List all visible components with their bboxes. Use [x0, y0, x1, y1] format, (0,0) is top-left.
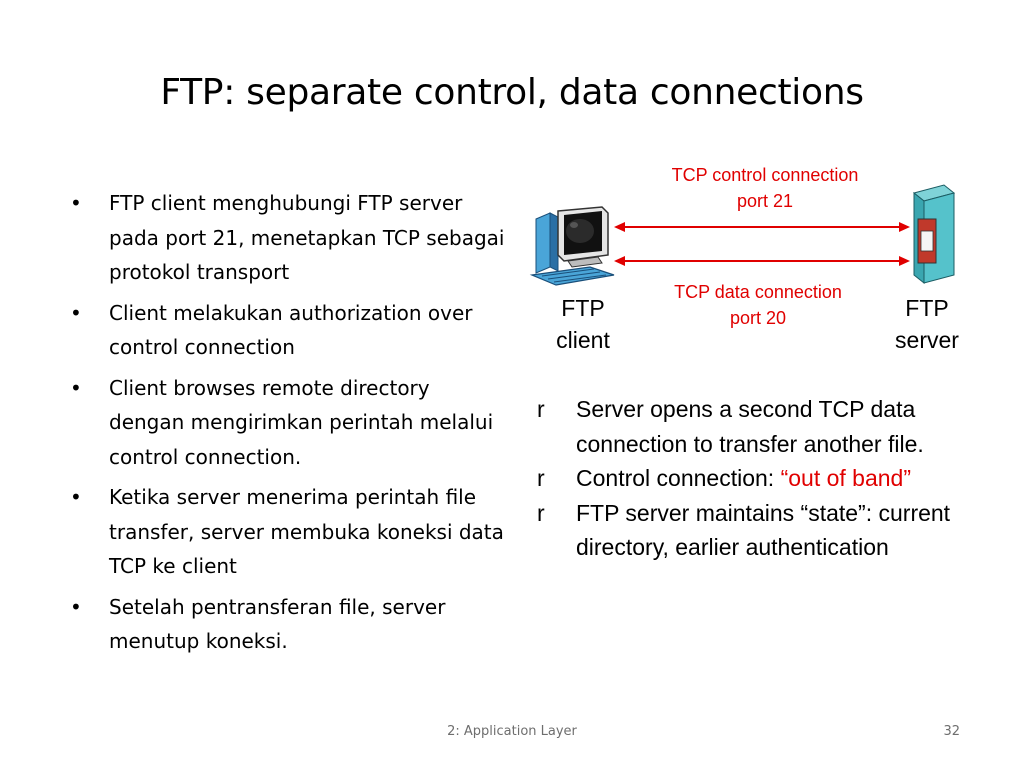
control-connection-label: TCP control connection port 21 — [640, 162, 890, 214]
connection-arrows — [614, 222, 910, 266]
footer-title: 2: Application Layer — [447, 724, 577, 739]
detail-list: r Server opens a second TCP data connecti… — [537, 392, 977, 565]
ftp-server-label-line1: FTP — [905, 295, 949, 321]
slide-title: FTP: separate control, data connections — [160, 72, 864, 113]
bullet-item: • Setelah pentransferan file, server menu… — [70, 590, 510, 659]
ftp-server-label: FTP server — [876, 292, 978, 356]
bullet-dot: • — [70, 191, 82, 215]
data-connection-port-label: port 20 — [729, 308, 787, 328]
server-icon — [912, 184, 956, 285]
detail-item: r Control connection: “out of band” — [537, 461, 977, 496]
detail-text: FTP server maintains “state”: current di… — [576, 499, 951, 561]
detail-text: Server opens a second TCP data connectio… — [576, 396, 924, 457]
control-connection-arrow — [614, 222, 910, 232]
list-marker: r — [537, 396, 545, 422]
ftp-client-label-line2: client — [556, 327, 610, 353]
control-connection-label-line1: TCP control connection — [671, 165, 859, 185]
bullet-dot: • — [70, 375, 82, 400]
detail-text: Control connection: — [576, 465, 781, 491]
control-connection-port-label: port 21 — [736, 191, 794, 211]
bullet-item: • FTP client menghubungi FTP server pada … — [70, 186, 510, 290]
ftp-client-label-line1: FTP — [561, 295, 605, 321]
bullet-dot: • — [70, 485, 82, 509]
bullet-text: Ketika server menerima perintah file tra… — [109, 485, 504, 578]
data-connection-label-line1: TCP data connection — [674, 282, 842, 302]
bullet-dot: • — [70, 300, 82, 325]
list-marker: r — [537, 465, 545, 491]
bullet-text: FTP client menghubungi FTP server pada p… — [109, 191, 505, 284]
data-connection-arrow — [614, 256, 910, 266]
bullet-text: Client melakukan authorization over cont… — [109, 300, 473, 360]
data-connection-label: TCP data connection port 20 — [640, 279, 876, 331]
bullet-dot: • — [70, 594, 82, 619]
bullet-list: • FTP client menghubungi FTP server pada … — [70, 186, 510, 665]
page-number: 32 — [943, 724, 960, 739]
bullet-text: Client browses remote directory dengan m… — [109, 375, 494, 469]
ftp-client-label: FTP client — [530, 292, 636, 356]
out-of-band-highlight: “out of band” — [780, 465, 911, 491]
ftp-server-label-line2: server — [895, 327, 959, 353]
computer-icon — [529, 206, 615, 286]
list-marker: r — [537, 499, 545, 526]
detail-item: r Server opens a second TCP data connecti… — [537, 392, 977, 461]
bullet-item: • Ketika server menerima perintah file tr… — [70, 480, 510, 584]
bullet-item: • Client browses remote directory dengan … — [70, 371, 510, 475]
detail-item: r FTP server maintains “state”: current d… — [537, 496, 977, 565]
bullet-item: • Client melakukan authorization over con… — [70, 296, 510, 365]
bullet-text: Setelah pentransferan file, server menut… — [109, 594, 446, 654]
